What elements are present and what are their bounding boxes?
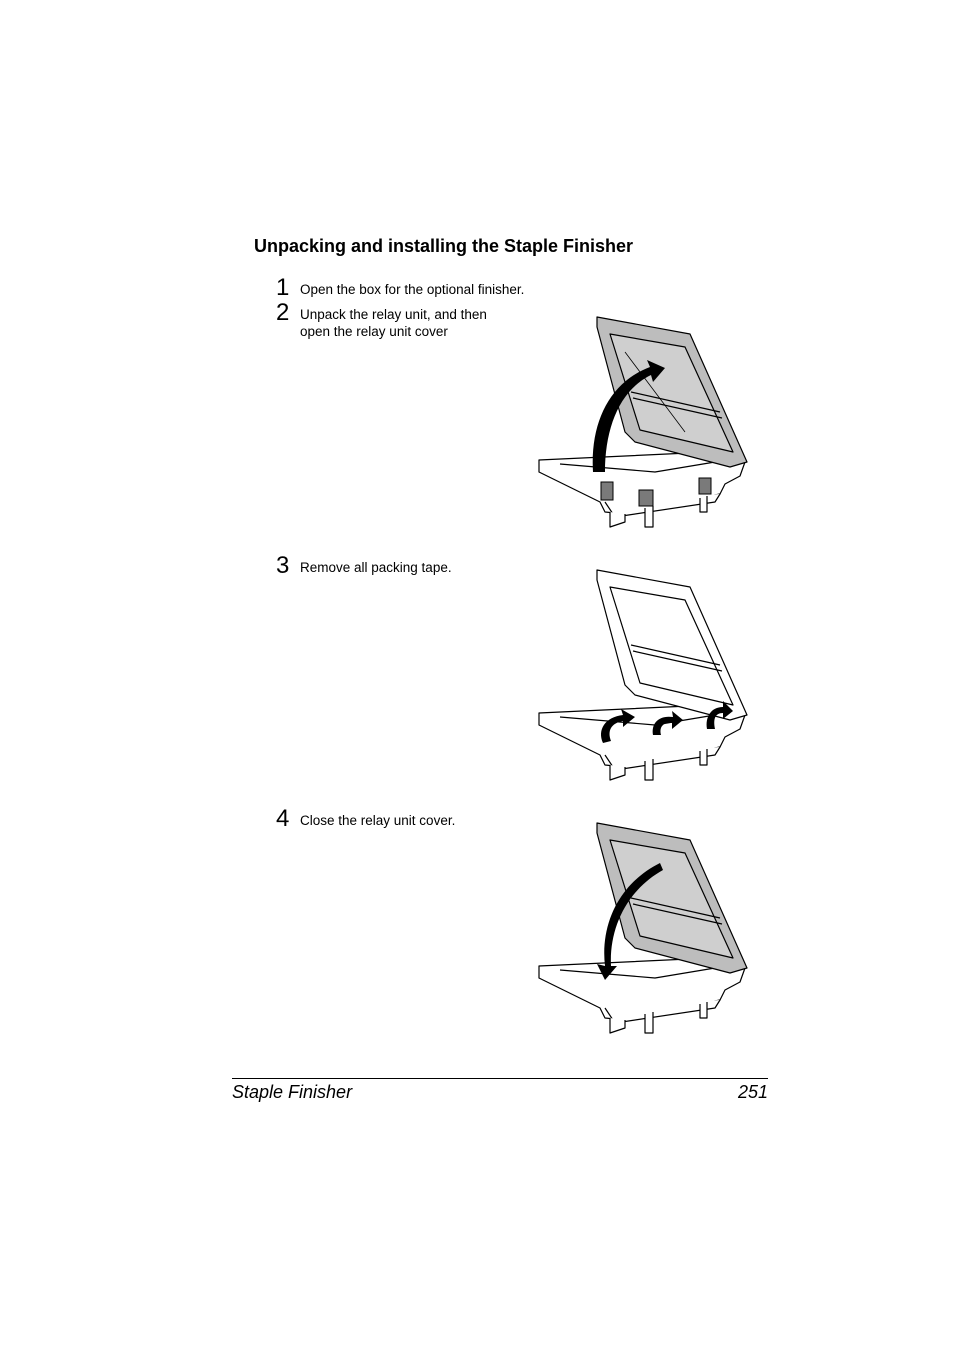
relay-unit-close-cover-illustration [538,822,748,1034]
tape-removal-arrows [601,701,733,743]
step-number: 2 [276,299,290,326]
page-number: 251 [737,1082,768,1102]
step-text: Unpack the relay unit, and then open the… [300,307,487,339]
step-text: Remove all packing tape. [300,560,452,575]
relay-unit-cover [596,822,748,974]
relay-unit-open-cover-illustration [538,316,748,528]
step-number: 3 [276,552,290,579]
section-heading: Unpacking and installing the Staple Fini… [254,236,634,256]
step-number: 4 [276,805,290,832]
step-number: 1 [276,274,290,301]
step-text: Close the relay unit cover. [300,813,456,828]
relay-unit-cover [596,316,748,468]
packing-tape [600,477,712,507]
step-text: Open the box for the optional finisher. [300,282,525,297]
relay-unit-cover [596,569,748,721]
footer-title: Staple Finisher [232,1082,353,1102]
close-arrow [597,863,663,980]
footer-rule [232,1078,768,1079]
remove-packing-tape-illustration [538,569,748,781]
open-arrow [592,360,665,472]
